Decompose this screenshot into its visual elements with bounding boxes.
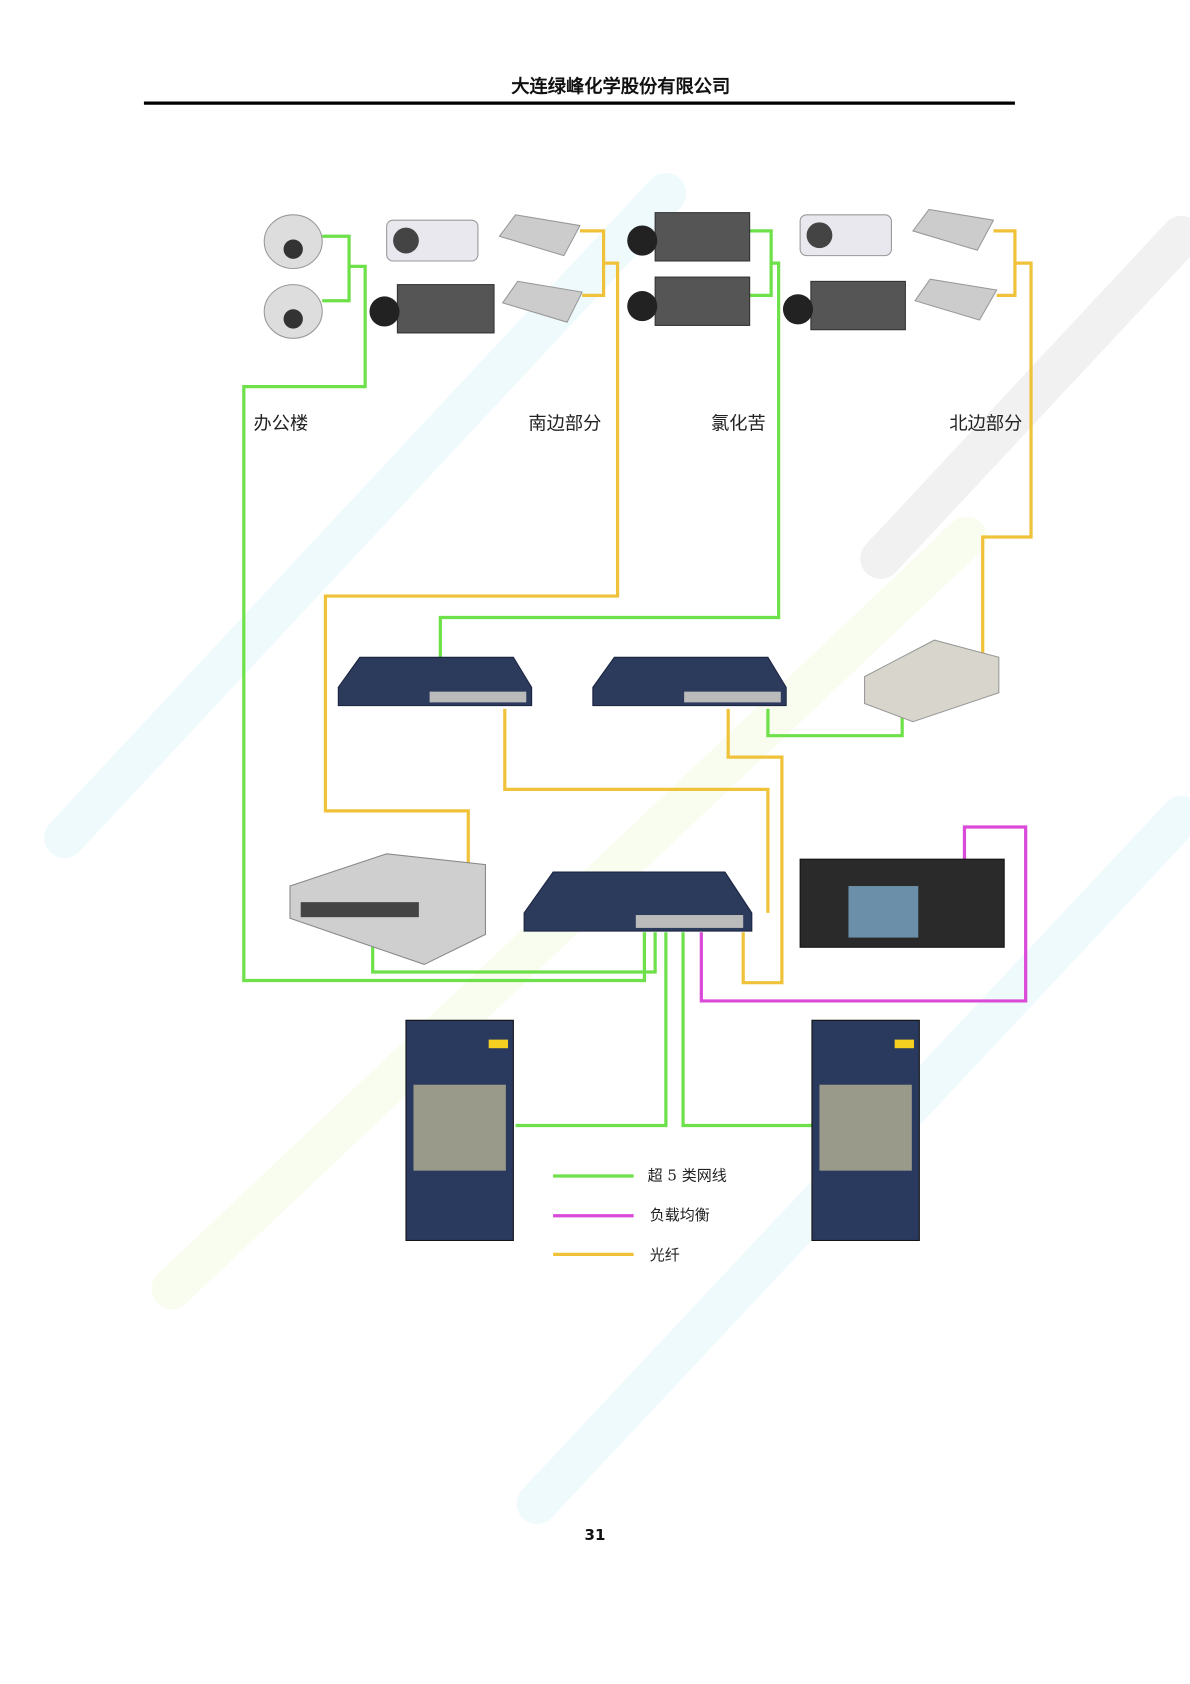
converter-chassis-icon	[289, 853, 486, 966]
legend-cat5: 超 5 类网线	[648, 1166, 727, 1184]
switch-icon	[337, 656, 533, 707]
box-camera-icon	[627, 212, 751, 262]
area-label-south: 南边部分	[528, 414, 601, 435]
load-balance-lines	[699, 825, 1028, 1003]
area-label-north: 北边部分	[949, 414, 1022, 435]
page-number: 31	[585, 1526, 606, 1544]
bullet-camera-icon	[799, 214, 892, 257]
nvr-icon	[799, 858, 1005, 948]
area-label-chloropicrin: 氯化苦	[711, 414, 766, 435]
media-converter-icon	[864, 639, 1000, 723]
box-camera-icon	[369, 284, 495, 334]
server-chassis-icon	[811, 1019, 920, 1241]
watermark	[44, 172, 1190, 1524]
server-chassis-icon	[405, 1019, 514, 1241]
box-camera-icon	[627, 276, 751, 326]
dome-camera-icon	[263, 284, 323, 339]
area-label-office: 办公楼	[253, 414, 308, 435]
legend-load-balance: 负载均衡	[650, 1206, 710, 1224]
media-converter-icon	[914, 278, 998, 321]
media-converter-icon	[912, 208, 995, 251]
bullet-camera-icon	[386, 219, 479, 262]
cat5-lines	[242, 229, 904, 1128]
core-switch-icon	[523, 871, 753, 932]
switch-icon	[592, 656, 787, 707]
media-converter-icon	[501, 280, 583, 323]
fiber-lines	[323, 229, 1033, 985]
box-camera-icon	[782, 280, 906, 331]
header-company: 大连绿峰化学股份有限公司	[511, 75, 730, 97]
dome-camera-icon	[263, 214, 323, 270]
legend-fiber: 光纤	[650, 1246, 680, 1264]
legend: 超 5 类网线 负载均衡 光纤	[553, 1166, 727, 1264]
media-converter-icon	[498, 214, 581, 257]
